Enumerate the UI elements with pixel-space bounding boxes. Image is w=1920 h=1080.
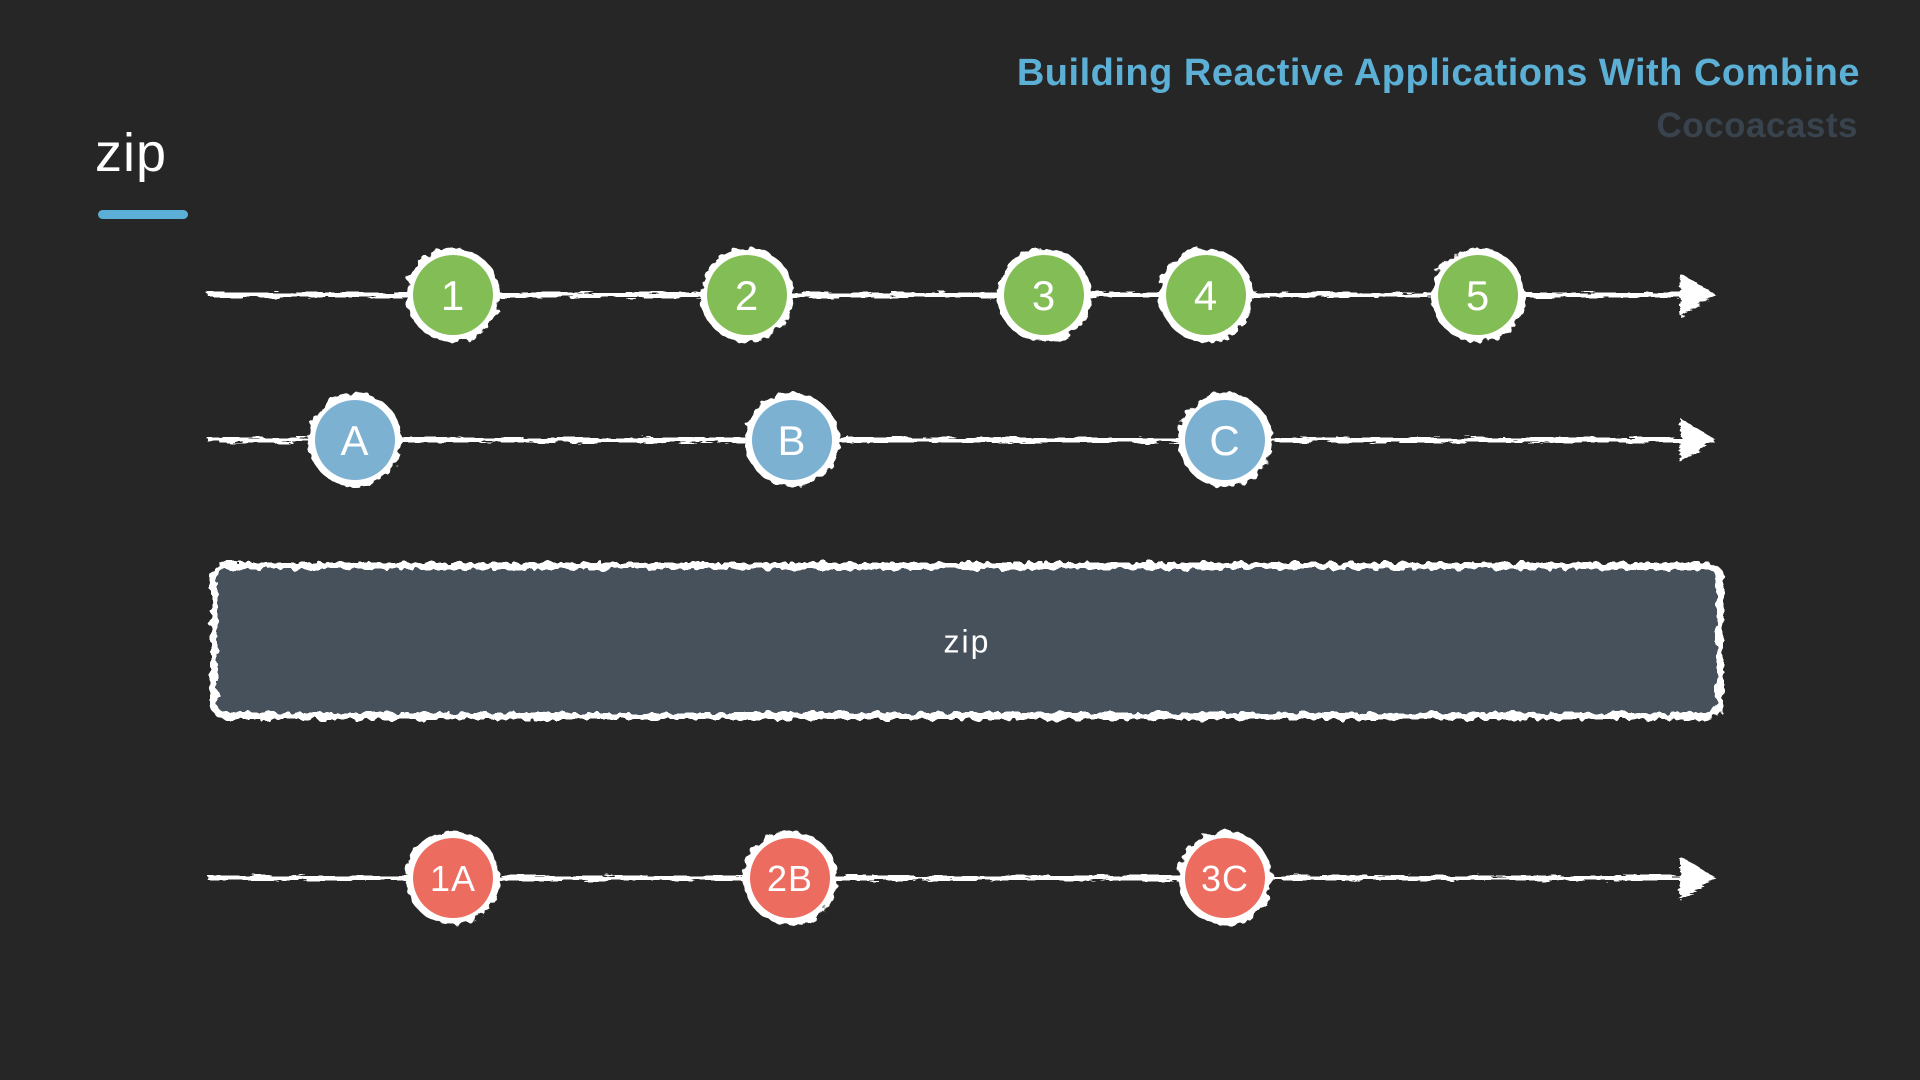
operator-label: zip [944, 624, 991, 660]
marble-label: 4 [1194, 272, 1218, 319]
marble-label: 1A [430, 858, 476, 899]
slide-title: Building Reactive Applications With Comb… [1016, 52, 1860, 94]
marble-label: A [340, 417, 369, 464]
marble [1185, 838, 1265, 918]
marble-label: 5 [1466, 272, 1490, 319]
timeline-arrowhead-icon [1680, 856, 1716, 900]
marble [315, 400, 395, 480]
marble-label: 1 [441, 272, 465, 319]
marble [1438, 255, 1518, 335]
operator-box [210, 562, 1724, 720]
marble [1004, 255, 1084, 335]
timeline-arrowhead-icon [1680, 273, 1716, 317]
operator-group: zip [210, 562, 1724, 720]
marble-label: B [777, 417, 806, 464]
heading-underline [98, 210, 188, 219]
marble-label: 3 [1032, 272, 1056, 319]
marble [752, 400, 832, 480]
timeline-arrowhead-icon [1680, 418, 1716, 462]
marble-label: 2 [735, 272, 759, 319]
timeline-source-two: A B C [208, 393, 1716, 487]
brand-logo: Cocoacasts [1656, 106, 1858, 145]
marble [1185, 400, 1265, 480]
timeline-source-one: 1 2 3 4 5 [208, 248, 1716, 342]
marble-label: 2B [767, 858, 813, 899]
marble [1166, 255, 1246, 335]
marble [750, 838, 830, 918]
timeline-output: 1A 2B 3C [208, 831, 1716, 925]
marble [707, 255, 787, 335]
marble [413, 838, 493, 918]
marble-label: 3C [1201, 858, 1249, 899]
marble-label: C [1209, 417, 1240, 464]
page-title: zip [95, 123, 168, 183]
marble [413, 255, 493, 335]
